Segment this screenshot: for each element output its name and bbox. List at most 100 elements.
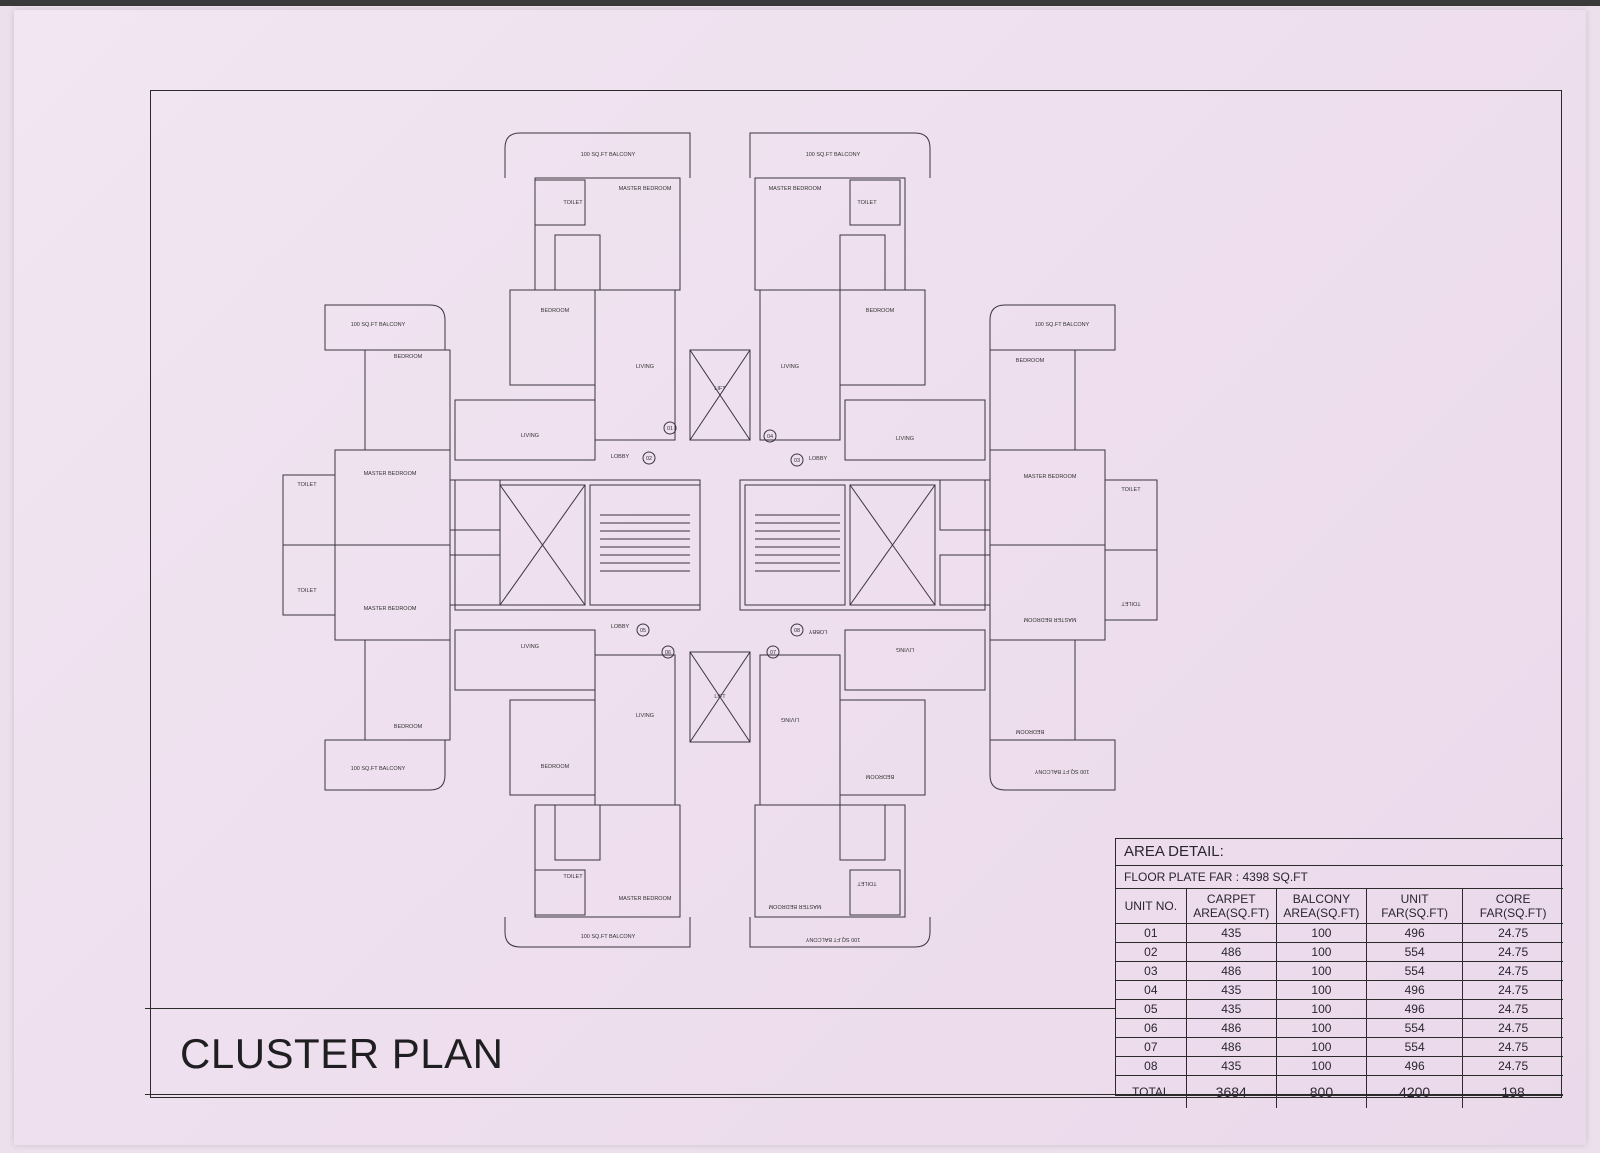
lift-shaft [849,484,936,606]
master-bedroom [334,544,451,641]
col-core-far: CORE FAR(SQ.FT) [1462,889,1563,924]
lift-shaft-lower [689,651,751,743]
toilet [534,179,586,226]
table-cell: 01 [1116,923,1187,943]
master-bedroom [754,177,906,291]
lobby-label: LOBBY [809,456,828,462]
bedroom-label: BEDROOM [866,308,895,314]
unit-number-label: 02 [646,456,652,462]
living-label: LIVING [636,364,654,370]
table-cell: 24.75 [1462,1037,1563,1057]
table-cell: 435 [1185,1056,1277,1076]
table-cell: 100 [1275,980,1367,1000]
balcony-outline [324,739,446,791]
master-bedroom [989,544,1106,641]
table-cell: 100 [1275,961,1367,981]
master-bedroom-label: MASTER BEDROOM [364,471,417,477]
table-cell: 24.75 [1462,1018,1563,1038]
drawing-title: CLUSTER PLAN [180,1030,504,1077]
balcony-outline [504,132,691,178]
master-bedroom [534,804,681,918]
balcony-label: 100 SQ.FT BALCONY [805,936,860,942]
balcony-outline [749,917,931,948]
table-cell: 100 [1275,1037,1367,1057]
table-header-row: UNIT NO. CARPET AREA(SQ.FT) BALCONY AREA… [1116,889,1563,924]
unit-number-circle [642,451,656,465]
table-cell: 486 [1185,942,1277,962]
unit-number-circle [663,421,677,435]
balcony-label: 100 SQ.FT BALCONY [1035,322,1090,328]
living-room [844,399,986,461]
toilet-label: TOILET [563,200,583,206]
col-carpet-area: CARPET AREA(SQ.FT) [1185,889,1277,924]
living-label: LIVING [521,644,539,650]
col-balcony-area: BALCONY AREA(SQ.FT) [1275,889,1367,924]
living-room [454,629,596,691]
unit-number-circle [790,453,804,467]
lift-cross [849,484,936,606]
total-cell: TOTAL [1132,1085,1170,1099]
floor-plate-far: FLOOR PLATE FAR : 4398 SQ.FT [1116,866,1563,889]
toilet [534,869,586,916]
unit-number-label: 01 [667,426,673,432]
toilet [1104,549,1158,621]
toilet [839,234,886,291]
table-cell: 24.75 [1462,923,1563,943]
toilet [849,869,901,916]
unit-number-label: 04 [767,434,773,440]
table-cell: 07 [1116,1037,1187,1057]
balcony-outline [989,304,1116,351]
living-label: LIVING [896,436,914,442]
living-label: LIVING [781,716,799,722]
master-bedroom [989,449,1106,546]
table-cell: 486 [1185,961,1277,981]
table-cell: 03 [1116,961,1187,981]
col-unit-far: UNIT FAR(SQ.FT) [1366,889,1463,924]
table-cell: 04 [1116,980,1187,1000]
toilet [939,479,991,531]
table-cell: 06 [1116,1018,1187,1038]
unit-number-circle [766,645,780,659]
bedroom-label: BEDROOM [394,724,423,730]
table-cell: 05 [1116,999,1187,1019]
unit-number-circle [763,429,777,443]
balcony-outline [989,739,1116,791]
unit-number-circle [661,645,675,659]
table-cell: 100 [1275,999,1367,1019]
toilet-label: TOILET [297,588,317,594]
master-bedroom-label: MASTER BEDROOM [1024,474,1077,480]
table-cell: 554 [1366,1018,1463,1038]
toilet [939,554,991,606]
drawing-border [150,90,1562,1098]
master-bedroom-label: MASTER BEDROOM [619,896,672,902]
total-cell: 800 [1275,1075,1367,1108]
lobby-label: LOBBY [808,628,827,634]
balcony-outline [504,917,691,948]
table-cell: 496 [1366,923,1463,943]
total-cell: 198 [1462,1075,1563,1108]
unit-number-label: 03 [794,458,800,464]
table-cell: 24.75 [1462,980,1563,1000]
table-cell: 24.75 [1462,999,1563,1019]
table-cell: 08 [1116,1056,1187,1076]
core-block [739,479,986,611]
balcony-label: 100 SQ.FT BALCONY [351,322,406,328]
unit-number-label: 08 [794,628,800,634]
table-cell: 435 [1185,923,1277,943]
table-cell: 496 [1366,1056,1463,1076]
lift-shaft-upper [689,349,751,441]
lift-cross [689,651,751,743]
lift-label: LIFT [714,386,726,392]
bedroom-label: BEDROOM [541,308,570,314]
area-detail-heading: AREA DETAIL: [1116,839,1563,866]
table-cell: 100 [1275,942,1367,962]
bedroom [509,699,596,796]
unit-number-circle [636,623,650,637]
balcony-label: 100 SQ.FT BALCONY [581,152,636,158]
table-cell: 496 [1366,980,1463,1000]
toilet [282,544,336,616]
bedroom [364,349,451,451]
